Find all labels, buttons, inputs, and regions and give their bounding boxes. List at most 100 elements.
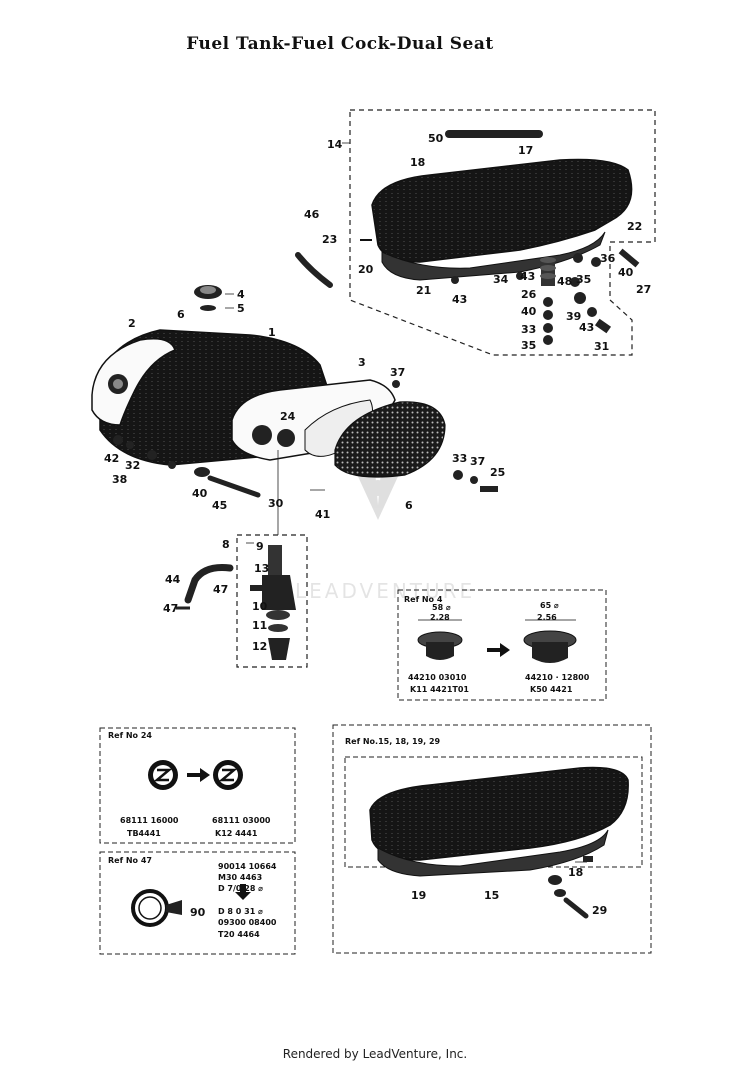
ref24-right-part-2: K12 4441 bbox=[215, 829, 258, 838]
callout-50: 50 bbox=[428, 132, 444, 145]
callout-10: 10 bbox=[252, 600, 268, 613]
callout-3: 3 bbox=[358, 356, 366, 369]
callout-26: 26 bbox=[521, 288, 537, 301]
callout-1: 1 bbox=[268, 326, 276, 339]
ref24-box bbox=[99, 727, 296, 844]
callout-6-pad: 6 bbox=[405, 499, 413, 512]
ref4-texts: Ref No 4 58 ⌀ 2.28 65 ⌀ 2.56 44210 03010… bbox=[404, 595, 590, 694]
callout-22: 22 bbox=[627, 220, 642, 233]
arrow-icon bbox=[187, 768, 210, 782]
seat-grab-strap bbox=[295, 252, 333, 288]
callout-20: 20 bbox=[358, 263, 374, 276]
callout-42: 42 bbox=[104, 452, 119, 465]
ref47-line-3: D 7/0 28 ⌀ bbox=[218, 884, 263, 893]
ref-seat-box bbox=[332, 724, 652, 954]
arrow-down-icon bbox=[235, 884, 251, 900]
ref47-texts: Ref No 47 90014 10664 M30 4463 D 7/0 28 … bbox=[108, 856, 277, 939]
ref4-left-part-1: 44210 03010 bbox=[408, 673, 467, 682]
arrow-icon bbox=[487, 643, 510, 657]
ref4-heading: Ref No 4 bbox=[404, 595, 443, 604]
fuel-cap bbox=[194, 285, 222, 311]
watermark-text: LEADVENTURE bbox=[295, 579, 475, 603]
callout-45: 45 bbox=[212, 499, 227, 512]
callout-36: 36 bbox=[600, 252, 616, 265]
ref-seat-texts: Ref No.15, 18, 19, 29 18 19 15 29 bbox=[345, 737, 607, 917]
ref24-left-part-1: 68111 16000 bbox=[120, 816, 179, 825]
ref4-right-dim: 2.56 bbox=[537, 613, 557, 622]
ref47-clamp bbox=[131, 889, 182, 927]
callout-24: 24 bbox=[280, 410, 296, 423]
callout-18: 18 bbox=[410, 156, 425, 169]
ref4-left-part-2: K11 4421T01 bbox=[410, 685, 469, 694]
ref24-heading: Ref No 24 bbox=[108, 731, 152, 740]
ref-seat-heading: Ref No.15, 18, 19, 29 bbox=[345, 737, 441, 746]
callout-34: 34 bbox=[493, 273, 509, 286]
ref4-right-dim-top: 65 ⌀ bbox=[540, 601, 559, 610]
callout-46: 46 bbox=[304, 208, 320, 221]
ref4-left-dim: 2.28 bbox=[430, 613, 450, 622]
seat-hinge-hardware bbox=[451, 248, 640, 345]
callout-37-bottom: 37 bbox=[470, 455, 485, 468]
callout-4: 4 bbox=[237, 288, 245, 301]
callout-5: 5 bbox=[237, 302, 245, 315]
ref47-line-6: T20 4464 bbox=[218, 930, 260, 939]
callout-23: 23 bbox=[322, 233, 337, 246]
callout-8: 8 bbox=[222, 538, 230, 551]
leader-lines bbox=[225, 142, 587, 863]
ref-seat bbox=[369, 766, 629, 919]
callout-43-seat: 43 bbox=[452, 293, 467, 306]
ref4-new-cap bbox=[523, 619, 577, 663]
callout-37-top: 37 bbox=[390, 366, 405, 379]
callout-13: 13 bbox=[254, 562, 269, 575]
ref47-box bbox=[99, 851, 296, 955]
ref47-line-2: M30 4463 bbox=[218, 873, 262, 882]
callout-48: 48 bbox=[557, 275, 572, 288]
callout-35-top: 35 bbox=[576, 273, 591, 286]
callout-40-seat: 40 bbox=[618, 266, 634, 279]
tank-mounting-hardware bbox=[113, 380, 498, 498]
callout-43-lower: 43 bbox=[579, 321, 594, 334]
footer-credit: Rendered by LeadVenture, Inc. bbox=[282, 1047, 468, 1061]
callout-44: 44 bbox=[165, 573, 181, 586]
callout-40-stack: 40 bbox=[521, 305, 537, 318]
callout-9: 9 bbox=[256, 540, 264, 553]
callout-17: 17 bbox=[518, 144, 533, 157]
ref24-left-part-2: TB4441 bbox=[127, 829, 161, 838]
callout-33-tank: 33 bbox=[452, 452, 467, 465]
ref47-callout-90: 90 bbox=[190, 906, 206, 919]
callout-33: 33 bbox=[521, 323, 536, 336]
ref-seat-callout-29: 29 bbox=[592, 904, 607, 917]
ref4-box bbox=[397, 589, 607, 701]
knee-pad bbox=[334, 401, 446, 478]
ref24-texts: Ref No 24 68111 16000 TB4441 68111 03000… bbox=[108, 731, 271, 838]
callout-47-hose: 47 bbox=[213, 583, 228, 596]
ref4-right-part-1: 44210 · 12800 bbox=[525, 673, 590, 682]
callout-30: 30 bbox=[268, 497, 284, 510]
ref4-left-dim-top: 58 ⌀ bbox=[432, 603, 451, 612]
callout-2: 2 bbox=[128, 317, 136, 330]
callout-43-stack: 43 bbox=[520, 270, 535, 283]
callout-35-bottom: 35 bbox=[521, 339, 536, 352]
callout-11: 11 bbox=[252, 619, 267, 632]
callout-21: 21 bbox=[416, 284, 431, 297]
callout-41: 41 bbox=[315, 508, 330, 521]
fuel-cock-box bbox=[236, 534, 308, 668]
watermark-logo bbox=[355, 470, 401, 520]
ref4-old-cap bbox=[417, 619, 463, 660]
ref4-right-part-2: K50 4421 bbox=[530, 685, 573, 694]
seat-strap bbox=[445, 130, 543, 138]
callout-39: 39 bbox=[566, 310, 581, 323]
ref-seat-callout-18: 18 bbox=[568, 866, 583, 879]
callout-14: 14 bbox=[327, 138, 343, 151]
tank-side-panel bbox=[231, 379, 396, 461]
page-title: Fuel Tank-Fuel Cock-Dual Seat bbox=[186, 34, 494, 54]
callout-32: 32 bbox=[125, 459, 140, 472]
callout-labels: 14 50 17 18 22 46 23 20 21 43 34 36 26 4… bbox=[104, 132, 651, 653]
callout-25: 25 bbox=[490, 466, 505, 479]
ref24-new-emblem bbox=[213, 760, 243, 790]
ref24-right-part-1: 68111 03000 bbox=[212, 816, 271, 825]
seat-assembly-box bbox=[349, 109, 656, 356]
dual-seat bbox=[360, 158, 633, 281]
ref47-heading: Ref No 47 bbox=[108, 856, 152, 865]
